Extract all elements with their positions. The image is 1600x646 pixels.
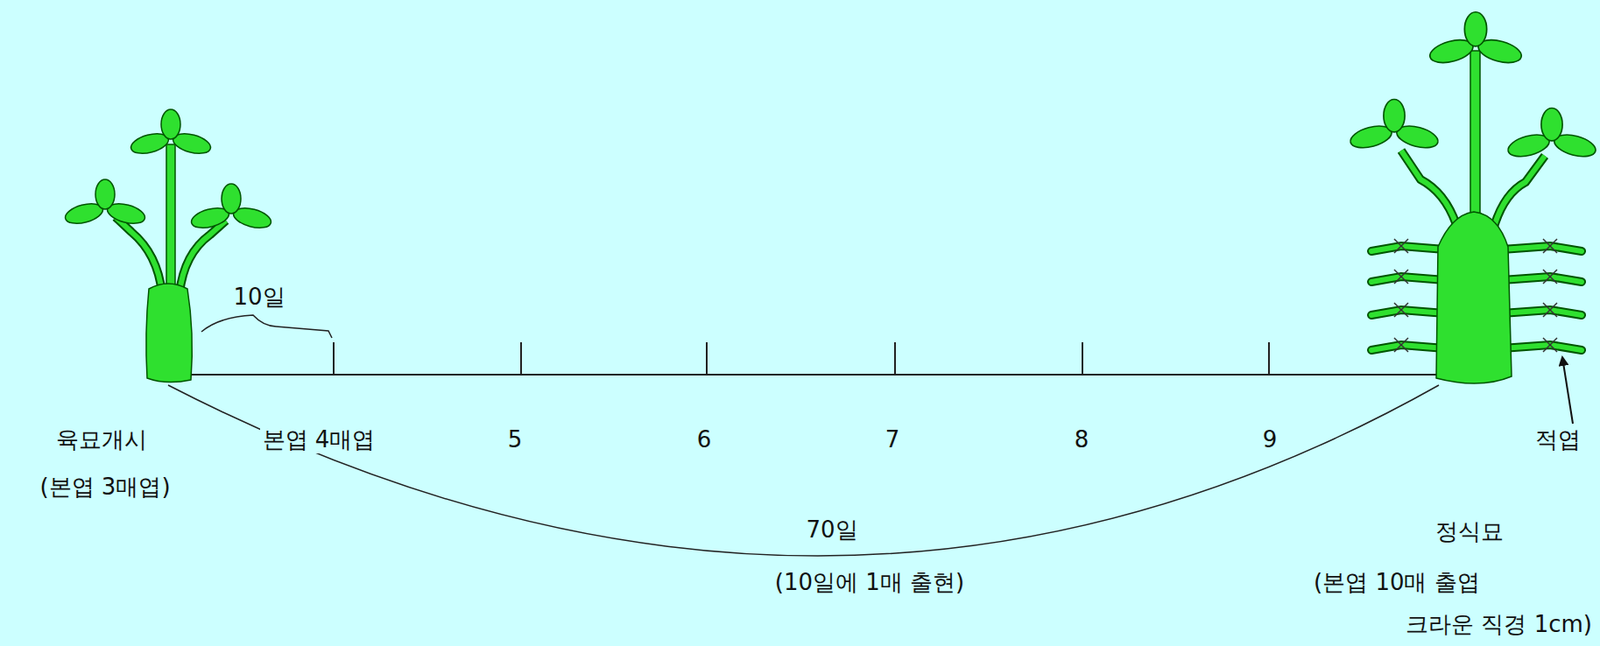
diagram-label: 8 xyxy=(1071,427,1093,454)
span-bracket xyxy=(201,315,332,339)
diagram-label: 적엽 xyxy=(1532,427,1584,454)
diagram-label: (본엽 10매 출엽 xyxy=(1311,570,1483,597)
diagram-label: 7 xyxy=(882,427,903,454)
diagram-label: 6 xyxy=(694,427,715,454)
diagram-label: 육묘개시 xyxy=(53,427,150,454)
seedling-transplant xyxy=(1347,12,1598,384)
diagram-label: (10일에 1매 출현) xyxy=(772,570,967,597)
timeline xyxy=(168,342,1439,375)
diagram-label: 크라운 직경 1cm) xyxy=(1402,612,1595,639)
diagram-label: 9 xyxy=(1260,427,1281,454)
diagram-label: 본엽 4매엽 xyxy=(260,427,379,454)
diagram-label: (본엽 3매엽) xyxy=(36,474,173,501)
span-curve xyxy=(168,385,1439,557)
diagram-label: 70일 xyxy=(803,517,860,544)
diagram-label: 10일 xyxy=(230,284,288,311)
seedling-start xyxy=(63,109,274,383)
diagram-label: 정식묘 xyxy=(1432,519,1507,546)
diagram-label: 5 xyxy=(505,427,526,454)
leader-arrow xyxy=(1562,357,1573,424)
